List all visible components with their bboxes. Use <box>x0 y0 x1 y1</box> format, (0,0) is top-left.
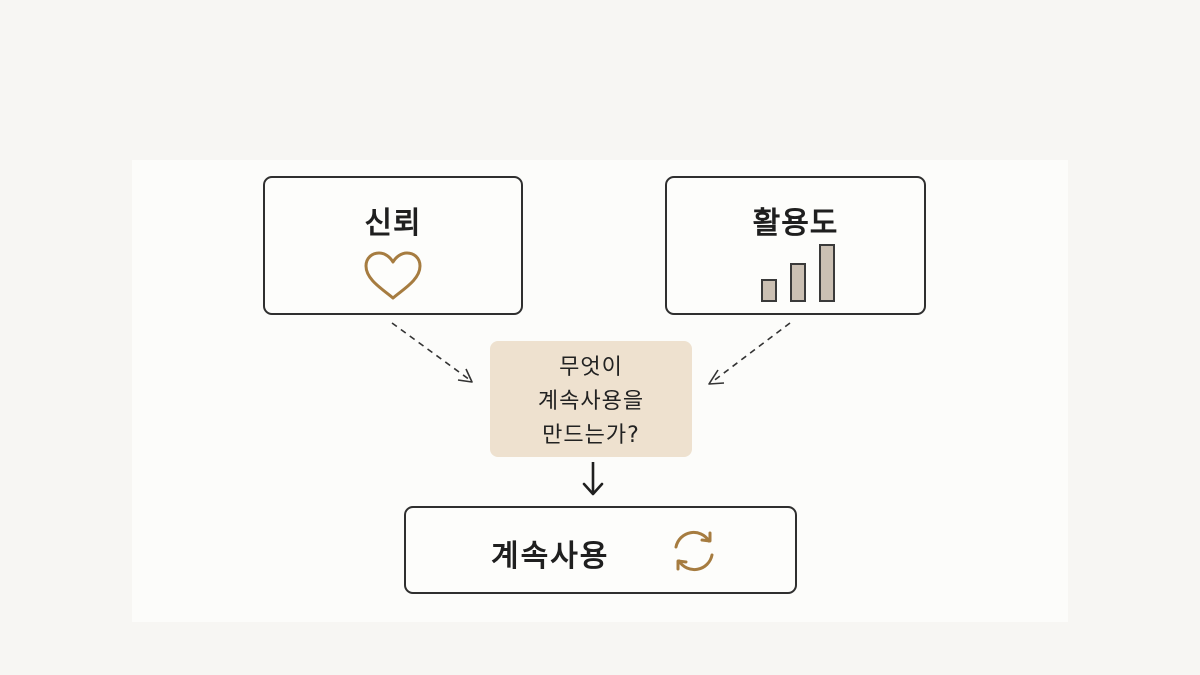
trust-box: 신뢰 <box>263 176 523 315</box>
question-line-1: 무엇이 <box>559 355 623 380</box>
trust-label: 신뢰 <box>364 206 422 241</box>
bar-chart-icon <box>761 244 835 302</box>
question-line-2: 계속사용을 <box>537 389 645 414</box>
usage-box: 활용도 <box>665 176 926 315</box>
question-line-3: 만드는가? <box>542 423 640 448</box>
continued-use-box: 계속사용 <box>404 506 797 594</box>
continued-use-label: 계속사용 <box>491 539 610 574</box>
question-box: 무엇이 계속사용을 만드는가? <box>490 341 692 457</box>
usage-label: 활용도 <box>752 206 839 241</box>
heart-icon <box>364 251 422 300</box>
refresh-cycle-icon <box>674 531 714 571</box>
